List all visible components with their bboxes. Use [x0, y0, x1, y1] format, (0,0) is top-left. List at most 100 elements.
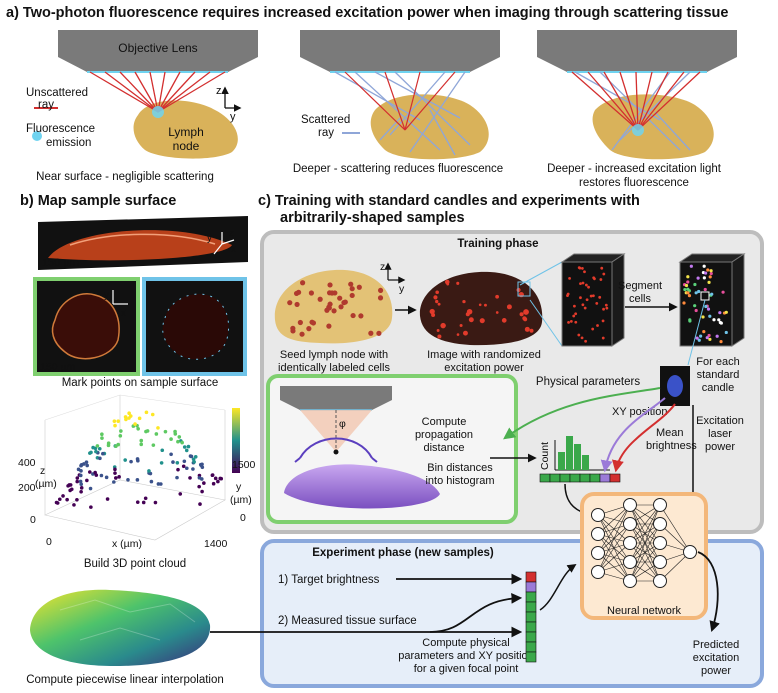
seed-cell: [306, 326, 312, 332]
cloud-point: [69, 487, 74, 492]
cloud-point: [94, 473, 99, 477]
volume-cell: [580, 267, 584, 270]
cloud-point: [123, 458, 127, 462]
cloud-point: [85, 478, 89, 483]
seeded-lymph-node: [274, 269, 393, 344]
volume-cell: [591, 294, 595, 298]
cloud-point: [210, 473, 215, 477]
cloud-point: [75, 476, 80, 480]
cloud-point: [197, 475, 202, 480]
volume-cell: [580, 336, 584, 340]
segmented-cell: [687, 294, 692, 298]
segmented-cell: [689, 264, 693, 268]
arrow-xy-position: [600, 397, 666, 473]
vector-cell: [525, 601, 537, 613]
axis-z-label: z: [216, 85, 222, 97]
seed-cell: [300, 280, 306, 286]
vector-cell: [525, 621, 537, 633]
nn-node: [623, 574, 637, 588]
axis-z-b: z: [229, 228, 234, 239]
target-brightness-label: 1) Target brightness: [278, 574, 380, 586]
segmented-cell: [704, 271, 708, 275]
axis-yzx-b: [213, 232, 235, 255]
segmented-cell: [715, 334, 719, 338]
cloud-point: [213, 476, 218, 481]
segmented-cell: [709, 271, 713, 276]
image-cell: [523, 317, 528, 322]
cloud-point: [182, 459, 187, 464]
nn-node: [683, 545, 697, 559]
zoom-lines: [517, 261, 563, 347]
cloud-point: [97, 446, 102, 451]
arrow-physical-params: [503, 387, 661, 440]
cloud-point: [181, 464, 186, 469]
cloud-point: [198, 502, 202, 506]
predicted-label-2: excitation: [693, 652, 739, 664]
arrow-vector-to-nn: [539, 564, 577, 611]
seed-cell: [317, 296, 323, 302]
cloud-point: [150, 412, 155, 417]
cloud-point: [57, 497, 62, 502]
cloud-point: [79, 489, 83, 494]
cloud-point: [116, 419, 121, 423]
image-cell: [456, 333, 460, 336]
cloud-point: [94, 449, 98, 454]
scattered-label-2: ray: [318, 127, 334, 139]
nn-node: [591, 546, 605, 560]
y-axis-label-1: y: [236, 481, 242, 493]
nn-node: [653, 555, 667, 569]
cloud-point: [82, 462, 86, 466]
volume-stack-raw: [560, 253, 626, 347]
cloud-point: [113, 467, 117, 472]
volume-cell: [584, 283, 588, 287]
seed-caption-2: identically labeled cells: [278, 362, 390, 374]
image-cell: [506, 304, 512, 310]
cloud-point: [216, 479, 220, 484]
count-label: Count: [539, 442, 551, 470]
predicted-label-3: power: [701, 665, 731, 677]
caption-point-cloud: Build 3D point cloud: [84, 558, 186, 570]
seed-cell: [287, 300, 293, 306]
caption-interpolation: Compute piecewise linear interpolation: [26, 674, 224, 686]
volume-cell: [583, 306, 587, 310]
caption-deeper: Deeper - scattering reduces fluorescence: [293, 163, 503, 175]
nn-connection: [629, 504, 661, 563]
surface-marking-blue: [142, 277, 247, 376]
segmented-cell: [697, 338, 701, 342]
cloud-point: [169, 452, 173, 457]
fluorescence-spot-1: [152, 106, 164, 118]
cloud-point: [65, 497, 69, 502]
volume-cell: [573, 304, 576, 308]
unscattered-rays-2: [344, 71, 456, 131]
standard-candle-cell: [660, 366, 690, 406]
cloud-point: [128, 414, 133, 418]
segmented-cell: [717, 318, 721, 322]
cloud-point: [84, 460, 89, 464]
image-cell: [529, 328, 534, 333]
xy-position-label: XY position: [612, 406, 667, 418]
scale-bar-label-1: 150 µm: [42, 257, 79, 269]
seed-cell: [337, 295, 343, 301]
cloud-point: [191, 467, 195, 471]
nn-connection: [629, 523, 661, 582]
candle-label-2: standard: [697, 369, 740, 381]
vector-cell: [525, 631, 537, 643]
scale-bar-label-2: 150 µm: [40, 361, 75, 373]
image-caption-2: excitation power: [444, 362, 524, 374]
cloud-point: [175, 461, 180, 465]
compute-params-label-1: Compute physical: [422, 637, 509, 649]
cloud-point: [143, 496, 148, 501]
seed-cell: [294, 301, 300, 308]
segmented-cell: [710, 292, 714, 296]
nn-node: [653, 498, 667, 512]
cloud-point: [185, 466, 189, 471]
interpolated-surface: [30, 589, 211, 667]
axis-y-label: y: [230, 111, 236, 123]
nn-connection: [597, 504, 631, 535]
cloud-point: [114, 444, 118, 448]
volume-cell: [599, 278, 603, 281]
seed-cell: [290, 328, 296, 334]
segmented-cell: [694, 308, 698, 313]
panel-c-title-1: c) Training with standard candles and ex…: [258, 193, 640, 209]
image-cell: [431, 313, 436, 318]
